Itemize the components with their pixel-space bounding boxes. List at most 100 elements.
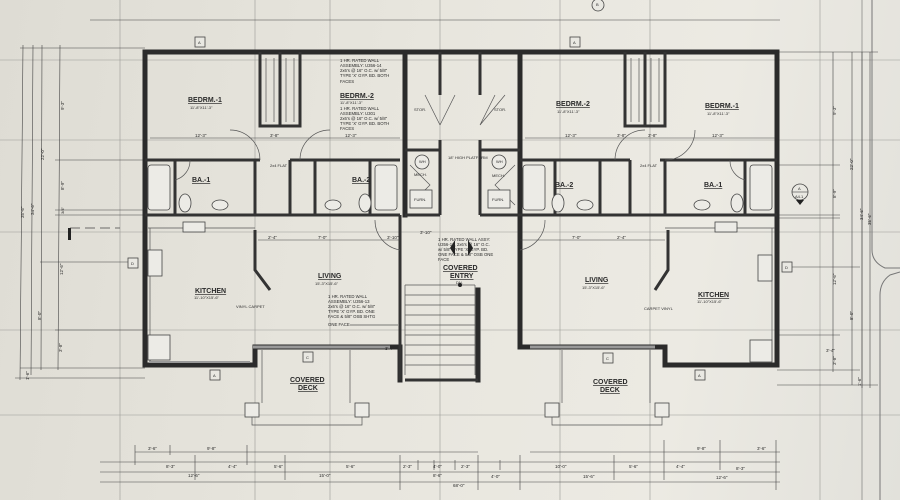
dim-bottom: 4'-0" bbox=[433, 464, 442, 469]
dim-left: 1'-6" bbox=[25, 371, 30, 380]
room-label: COVERED bbox=[290, 377, 325, 384]
wall-assembly-notes: 1 HR. RATED WALL ASSEMBLY: U356-14 2x6's… bbox=[328, 58, 493, 327]
room-label: STOR. bbox=[414, 107, 426, 112]
range-icon bbox=[714, 221, 738, 233]
grid-marker-d: D bbox=[127, 257, 139, 269]
refrigerator-icon bbox=[147, 334, 171, 361]
interior-walls bbox=[145, 52, 777, 340]
dim-bottom: 15'-0" bbox=[319, 473, 331, 478]
note-line: ASSEMBLY: U356-14 bbox=[340, 63, 382, 68]
bathtub-icon bbox=[147, 164, 171, 211]
room-label: DECK bbox=[600, 387, 620, 394]
dim-bottom: 8'-3" bbox=[736, 466, 745, 471]
deck-post-icon bbox=[654, 402, 670, 418]
water-heater-label: WH bbox=[419, 159, 426, 164]
svg-text:A: A bbox=[573, 40, 576, 45]
note-line: 2x6's @ 16" O.C. w/ 5/8" bbox=[328, 304, 376, 309]
bathtub-icon bbox=[749, 164, 773, 211]
room-size: 11'-8"X11'-3" bbox=[557, 109, 580, 114]
room-label: ENTRY bbox=[450, 273, 474, 280]
dim-left: 12'-6" bbox=[59, 263, 64, 275]
room-size: 11'-8"X11'-3" bbox=[340, 100, 363, 105]
closet-shelves bbox=[265, 58, 660, 122]
svg-text:3'-10": 3'-10" bbox=[387, 235, 399, 240]
room-label: BEDRM.-2 bbox=[556, 101, 590, 108]
note-line: ASSEMBLY: U356-13 bbox=[328, 299, 370, 304]
svg-text:3'-4": 3'-4" bbox=[385, 346, 394, 351]
svg-text:2'-4": 2'-4" bbox=[617, 235, 626, 240]
grid-markers: A A B C C A A D D A A4.1 bbox=[127, 0, 809, 381]
note-line: 1 HR. RATED WALL bbox=[340, 106, 380, 111]
toilet-icon bbox=[178, 193, 192, 213]
room-label: BEDRM.-2 bbox=[340, 93, 374, 100]
room-label: STOR. bbox=[494, 107, 506, 112]
section-cut-mark bbox=[68, 228, 71, 240]
note-line: TYPE 'X' GYP. BD. ONE bbox=[328, 309, 375, 314]
dim-bottom: 4'-4" bbox=[228, 464, 237, 469]
fixtures bbox=[147, 154, 773, 426]
toilet-icon bbox=[551, 193, 565, 213]
bathtub-icon bbox=[522, 164, 546, 211]
flooring-transition: CARPET VINYL bbox=[644, 306, 674, 311]
stair-direction: DN. bbox=[456, 280, 463, 285]
room-label: LIVING bbox=[585, 277, 609, 284]
dim-bottom: 4'-0" bbox=[491, 474, 500, 479]
note-line: FACE bbox=[438, 257, 449, 262]
svg-text:7'-0": 7'-0" bbox=[318, 235, 327, 240]
stairs bbox=[404, 283, 476, 375]
furnace-icon bbox=[409, 189, 433, 209]
svg-text:C: C bbox=[306, 355, 309, 360]
dim-left: 8'-0" bbox=[37, 311, 42, 320]
grid-marker-a: A bbox=[569, 36, 581, 48]
toilet-icon bbox=[358, 193, 372, 213]
dim-bottom: 12'-6" bbox=[716, 475, 728, 480]
dim-bottom: 12'-6" bbox=[188, 473, 200, 478]
paper-edge bbox=[861, 0, 900, 500]
svg-text:D: D bbox=[785, 265, 788, 270]
flooring-transition: VINYL CARPET bbox=[236, 304, 265, 309]
dim-bottom: 3'-6" bbox=[148, 446, 157, 451]
dim-bottom: 8'-3" bbox=[166, 464, 175, 469]
dim-bottom: 5'-6" bbox=[629, 464, 638, 469]
dim-left: 35'-6" bbox=[20, 206, 25, 218]
room-size: 11'-8"X11'-3" bbox=[190, 105, 213, 110]
entry-arrow-icon bbox=[450, 240, 473, 256]
range-icon bbox=[182, 221, 206, 233]
svg-text:3'-8": 3'-8" bbox=[617, 133, 626, 138]
deck-post-icon bbox=[354, 402, 370, 418]
water-heater-icon bbox=[414, 154, 430, 170]
furnace-label: FURN. bbox=[492, 197, 504, 202]
room-size: 11'-10"X15'-6" bbox=[697, 299, 723, 304]
room-label: MECH. bbox=[492, 173, 505, 178]
dim-left: 8'-9" bbox=[60, 181, 65, 190]
dim-bottom: 5'-6" bbox=[346, 464, 355, 469]
dim-right: 9'-3" bbox=[832, 106, 837, 115]
sink-icon bbox=[576, 199, 594, 211]
svg-text:12'-3": 12'-3" bbox=[565, 133, 577, 138]
svg-text:12'-3": 12'-3" bbox=[712, 133, 724, 138]
room-label: BA.-2 bbox=[352, 177, 370, 184]
dim-right: 8'-0" bbox=[849, 311, 854, 320]
note-line: FACE & 5/8" OSB SHTG bbox=[328, 314, 376, 319]
note-line: TYPE 'X' GYP. BD. BOTH bbox=[340, 73, 389, 78]
dim-bottom: 2'-3" bbox=[461, 464, 470, 469]
note-line: ASSEMBLY: U301 bbox=[340, 111, 376, 116]
grid-marker-c: C bbox=[302, 351, 314, 363]
water-heater-label: WH bbox=[496, 159, 503, 164]
room-label: BA.-1 bbox=[704, 182, 722, 189]
note-line: ONE FACE bbox=[328, 322, 350, 327]
note-line: ONE FACE & 5/8" OSB ONE bbox=[438, 252, 493, 257]
deck-post-icon bbox=[244, 402, 260, 418]
room-label: BEDRM.-1 bbox=[188, 97, 222, 104]
svg-text:3'-4": 3'-4" bbox=[826, 348, 835, 353]
right-unit-labels: BEDRM.-2 11'-8"X11'-3" BEDRM.-1 11'-8"X1… bbox=[555, 101, 739, 394]
grid-marker-a: A bbox=[694, 369, 706, 381]
room-label: KITCHEN bbox=[195, 288, 226, 295]
note-line: 2x6's @ 16" O.C. w/ 5/8" bbox=[340, 116, 388, 121]
bottom-dimensions: 3'-6" 9'-8" 9'-8" 3'-6" 8'-3" 4'-4" 5'-6… bbox=[134, 440, 777, 490]
dim-bottom: 9'-8" bbox=[697, 446, 706, 451]
note-line: 1 HR. RATED WALL ASSY: bbox=[438, 237, 490, 242]
svg-text:C: C bbox=[606, 356, 609, 361]
